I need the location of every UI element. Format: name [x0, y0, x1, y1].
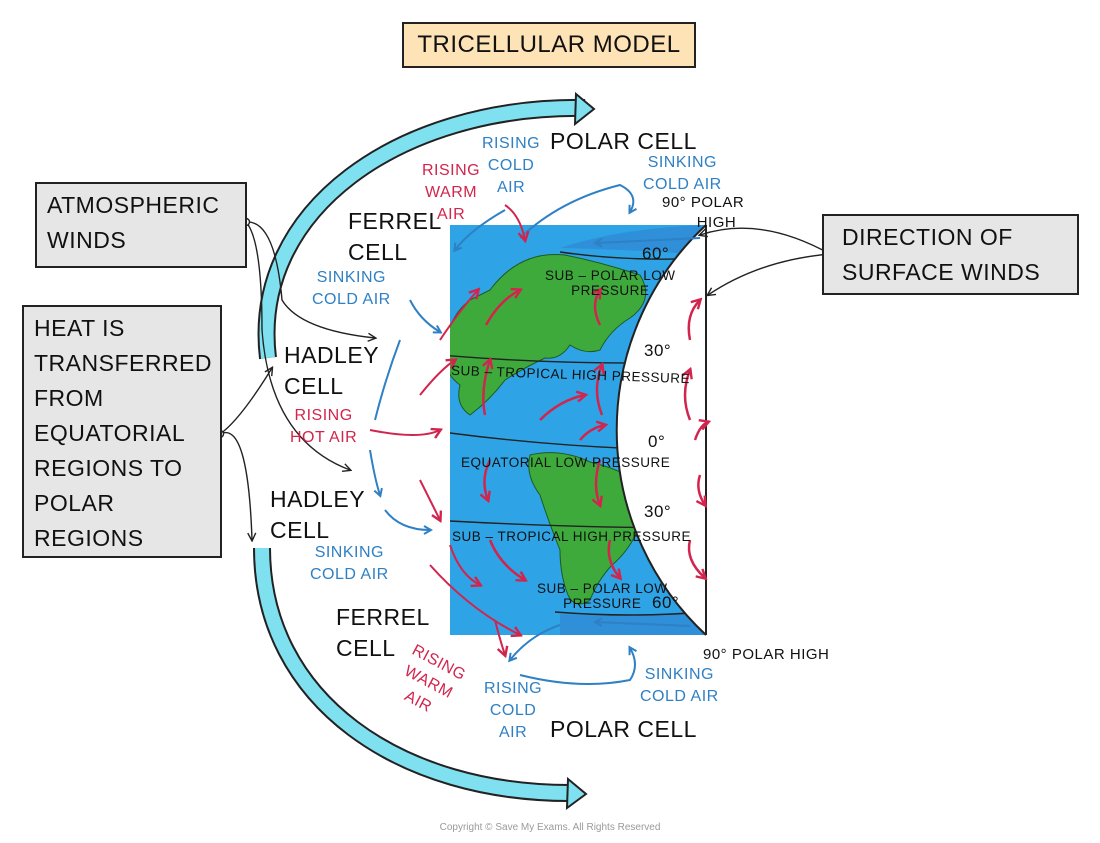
polar-high-top-label: 90° POLAR HIGH: [662, 193, 744, 233]
label-line: COLD AIR: [640, 688, 719, 705]
label-line: SUB – POLAR LOW: [545, 268, 676, 283]
sinking-cold-air-hadley-bottom-label: SINKING COLD AIR: [310, 542, 389, 586]
label-line: SINKING: [314, 544, 384, 561]
note-line: REGIONS: [34, 525, 144, 551]
latitude-0-label: 0°: [648, 432, 666, 451]
polar-cell-bottom-label: POLAR CELL: [550, 716, 697, 742]
polar-surface-winds: [596, 237, 701, 626]
note-line: WINDS: [47, 227, 127, 253]
label-line: COLD: [489, 702, 537, 719]
label-line: HADLEY: [270, 486, 366, 512]
label-line: SINKING: [316, 269, 386, 286]
note-line: REGIONS TO: [34, 455, 183, 481]
label-line: COLD: [487, 157, 535, 174]
label-line: SINKING: [644, 666, 714, 683]
rising-cold-air-bottom-label: RISING COLD AIR: [484, 678, 542, 744]
latitude-30s-label: 30°: [644, 502, 672, 521]
label-line: CELL: [284, 373, 344, 399]
label-line: HIGH: [696, 214, 737, 231]
connector-lines: [219, 221, 831, 540]
rising-hot-air-label: RISING HOT AIR: [290, 405, 357, 449]
sinking-cold-air-ferrel-top-label: SINKING COLD AIR: [312, 267, 391, 311]
note-line: DIRECTION OF: [842, 224, 1013, 250]
label-line: FERREL: [348, 208, 442, 234]
cell-circulation-loops: [369, 183, 635, 685]
label-line: AIR: [496, 179, 526, 196]
label-line: RISING: [482, 135, 541, 152]
sub-polar-low-bottom-label: SUB – POLAR LOW PRESSURE: [537, 581, 668, 611]
rising-cold-air-top-label: RISING COLD AIR: [482, 133, 540, 199]
label-line: COLD AIR: [310, 566, 389, 583]
rising-warm-air-top-label: RISING WARM AIR: [422, 160, 480, 226]
label-line: CELL: [348, 239, 408, 265]
heat-transfer-arrow-north: [257, 91, 596, 360]
label-line: HOT AIR: [290, 429, 358, 446]
red-circulation-arrows: [483, 290, 708, 580]
sub-polar-low-top-label: SUB – POLAR LOW PRESSURE: [545, 268, 676, 298]
label-line: AIR: [498, 724, 528, 741]
note-line: POLAR: [34, 490, 115, 516]
label-line: PRESSURE: [571, 283, 650, 298]
polar-high-bottom-label: 90° POLAR HIGH: [703, 646, 830, 663]
label-line: SUB – POLAR LOW: [537, 581, 668, 596]
label-line: WARM: [425, 184, 478, 201]
latitude-60s-label: 60°: [652, 593, 680, 612]
label-line: CELL: [270, 517, 330, 543]
diagram-title: TRICELLULAR MODEL: [402, 22, 696, 68]
label-line: COLD AIR: [643, 176, 722, 193]
label-line: RISING: [484, 680, 543, 697]
surface-winds-note: DIRECTION OF SURFACE WINDS: [822, 214, 1079, 295]
note-line: TRANSFERRED: [34, 350, 213, 376]
label-line: HADLEY: [284, 342, 380, 368]
atmospheric-winds-note: ATMOSPHERIC WINDS: [35, 182, 247, 268]
sinking-cold-air-polar-bottom-label: SINKING COLD AIR: [640, 664, 719, 708]
label-line: 90° POLAR: [662, 194, 745, 211]
heat-transfer-note: HEAT IS TRANSFERRED FROM EQUATORIAL REGI…: [22, 305, 222, 558]
note-line: FROM: [34, 385, 104, 411]
equatorial-low-label: EQUATORIAL LOW PRESSURE: [461, 455, 671, 470]
copyright-footer: Copyright © Save My Exams. All Rights Re…: [439, 822, 661, 833]
label-line: RISING: [422, 162, 481, 179]
sub-tropical-high-bottom-label: SUB – TROPICAL HIGH PRESSURE: [452, 529, 692, 544]
note-line: EQUATORIAL: [34, 420, 186, 446]
ferrel-cell-top-label: FERREL CELL: [348, 206, 442, 268]
ferrel-cell-bottom-label: FERREL CELL: [336, 602, 430, 664]
label-line: AIR: [436, 206, 466, 223]
sinking-cold-air-polar-top-label: SINKING COLD AIR: [643, 152, 722, 196]
label-line: SINKING: [647, 154, 717, 171]
polar-cell-top-label: POLAR CELL: [550, 128, 697, 154]
label-line: COLD AIR: [312, 291, 391, 308]
hadley-cell-top-label: HADLEY CELL: [284, 340, 379, 402]
heat-transfer-arrow-south: [253, 547, 588, 811]
note-line: ATMOSPHERIC: [47, 192, 220, 218]
latitude-30n-label: 30°: [644, 341, 672, 360]
latitude-60n-label: 60°: [642, 244, 670, 263]
hadley-cell-bottom-label: HADLEY CELL: [270, 484, 365, 546]
label-line: FERREL: [336, 604, 430, 630]
label-line: CELL: [336, 635, 396, 661]
note-line: SURFACE WINDS: [842, 259, 1041, 285]
note-line: HEAT IS: [34, 315, 125, 341]
label-line: RISING: [294, 407, 353, 424]
label-line: PRESSURE: [563, 596, 642, 611]
